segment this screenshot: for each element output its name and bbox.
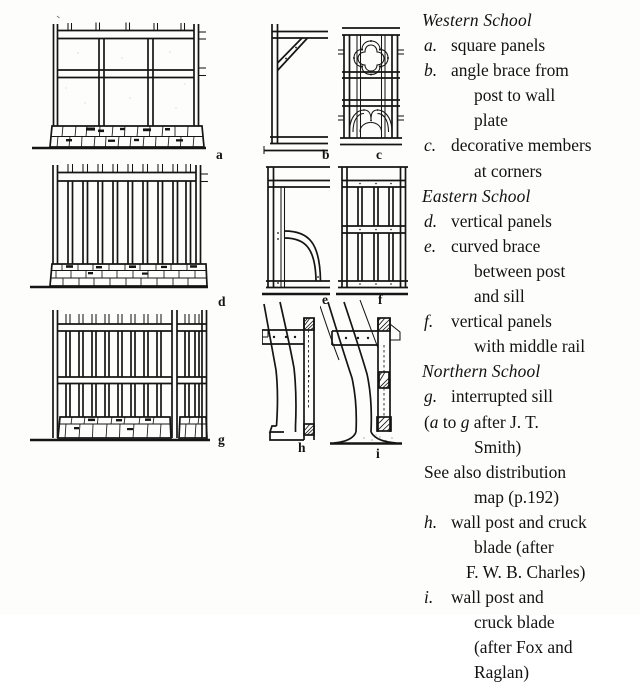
caption-item-i-cont3: Raglan) bbox=[422, 660, 640, 685]
caption-text-h: wall post and cruck bbox=[451, 511, 587, 532]
caption-letter-d: d. bbox=[424, 210, 438, 231]
see-also-map-ref: map (p.192) bbox=[474, 486, 560, 507]
caption-attribution-smith-line1: (a to g after J. T. bbox=[422, 410, 640, 435]
caption-letter-i: i. bbox=[424, 587, 434, 608]
caption-item-g: g. interrupted sill bbox=[422, 384, 640, 409]
attr-smith: Smith) bbox=[474, 436, 522, 457]
caption-letter-c: c. bbox=[424, 135, 437, 156]
figure-h-drawing bbox=[262, 301, 315, 441]
caption-text-e-line3: and sill bbox=[474, 286, 525, 307]
caption-letter-h: h. bbox=[424, 511, 438, 532]
caption-item-i-cont1: cruck blade bbox=[422, 610, 640, 635]
caption-item-c: c. decorative members bbox=[422, 133, 640, 158]
caption-text-c: decorative members bbox=[451, 135, 592, 156]
caption-item-c-cont1: at corners bbox=[422, 159, 640, 184]
figure-g-label: g bbox=[218, 432, 225, 447]
caption-letter-g: g. bbox=[424, 386, 438, 407]
attr-to-word: to bbox=[438, 411, 461, 432]
caption-text-i-line3: (after Fox and bbox=[474, 637, 573, 658]
caption-item-b-cont2: plate bbox=[422, 108, 640, 133]
caption-letter-e: e. bbox=[424, 235, 437, 256]
caption-item-b-cont1: post to wall bbox=[422, 83, 640, 108]
attr-letter-g: g bbox=[460, 411, 470, 432]
figure-b-label: b bbox=[322, 147, 330, 162]
figure-f-label: f bbox=[378, 292, 383, 307]
figure-a-drawing bbox=[32, 15, 206, 150]
caption-item-e: e. curved brace bbox=[422, 234, 640, 259]
caption-letter-a: a. bbox=[424, 35, 438, 56]
caption-area: Western School a. square panels b. angle… bbox=[418, 0, 640, 682]
caption-heading-western: Western School bbox=[422, 8, 640, 33]
caption-item-f-cont1: with middle rail bbox=[422, 334, 640, 359]
heading-eastern-school: Eastern School bbox=[422, 185, 531, 206]
caption-text-block: Western School a. square panels b. angle… bbox=[422, 8, 640, 686]
caption-text-i: wall post and bbox=[451, 587, 544, 608]
caption-item-h-cont1: blade (after bbox=[422, 535, 640, 560]
figure-f-drawing bbox=[336, 166, 408, 296]
caption-text-e: curved brace bbox=[451, 235, 541, 256]
caption-item-i: i. wall post and bbox=[422, 585, 640, 610]
caption-item-f: f. vertical panels bbox=[422, 309, 640, 334]
caption-text-c-line2: at corners bbox=[474, 160, 543, 181]
caption-text-e-line2: between post bbox=[474, 260, 566, 281]
caption-item-e-cont1: between post bbox=[422, 259, 640, 284]
see-also-text: See also distribution bbox=[424, 461, 567, 482]
caption-letter-f: f. bbox=[424, 311, 434, 332]
caption-attribution-smith-line2: Smith) bbox=[422, 435, 640, 460]
figure-i-drawing bbox=[320, 300, 402, 445]
caption-item-h-cont2: F. W. B. Charles) bbox=[422, 560, 640, 585]
figure-d-label: d bbox=[218, 294, 226, 309]
caption-text-d: vertical panels bbox=[451, 210, 552, 231]
caption-text-b-line2: post to wall bbox=[474, 85, 556, 106]
figure-i-label: i bbox=[376, 446, 380, 461]
caption-item-b: b. angle brace from bbox=[422, 58, 640, 83]
caption-text-h-line3: F. W. B. Charles) bbox=[466, 562, 586, 583]
caption-text-g: interrupted sill bbox=[451, 386, 553, 407]
caption-item-i-cont2: (after Fox and bbox=[422, 635, 640, 660]
attr-after-jt: after J. T. bbox=[469, 411, 539, 432]
caption-see-also-line1: See also distribution bbox=[422, 460, 640, 485]
caption-text-b-line3: plate bbox=[474, 110, 508, 131]
caption-text-f: vertical panels bbox=[451, 311, 552, 332]
figure-d-drawing bbox=[30, 164, 208, 289]
caption-text-a: square panels bbox=[451, 35, 546, 56]
caption-heading-northern: Northern School bbox=[422, 359, 640, 384]
figure-h-label: h bbox=[298, 440, 306, 455]
figure-a-label: a bbox=[216, 147, 223, 162]
caption-heading-eastern: Eastern School bbox=[422, 184, 640, 209]
figure-area: a b bbox=[30, 15, 408, 461]
heading-western-school: Western School bbox=[422, 10, 532, 30]
figure-e-label: e bbox=[322, 292, 328, 307]
caption-text-f-line2: with middle rail bbox=[474, 336, 586, 357]
caption-text-h-line2: blade (after bbox=[474, 536, 554, 557]
figure-c-label: c bbox=[376, 147, 382, 162]
caption-item-d: d. vertical panels bbox=[422, 209, 640, 234]
plate-figure: a b bbox=[30, 0, 640, 682]
attr-open-paren: ( bbox=[424, 411, 430, 432]
heading-northern-school: Northern School bbox=[422, 361, 541, 382]
caption-item-h: h. wall post and cruck bbox=[422, 510, 640, 535]
figure-g-drawing bbox=[30, 310, 210, 442]
figure-e-drawing bbox=[262, 166, 330, 296]
caption-text-i-line2: cruck blade bbox=[474, 612, 555, 633]
figure-c-drawing bbox=[338, 27, 404, 146]
figure-b-drawing bbox=[263, 24, 328, 154]
caption-text-i-line4: Raglan) bbox=[474, 662, 530, 683]
attr-letter-a: a bbox=[429, 411, 439, 432]
caption-letter-b: b. bbox=[424, 60, 438, 81]
caption-text-b: angle brace from bbox=[451, 60, 569, 81]
caption-item-a: a. square panels bbox=[422, 33, 640, 58]
caption-item-e-cont2: and sill bbox=[422, 284, 640, 309]
caption-see-also-line2: map (p.192) bbox=[422, 485, 640, 510]
